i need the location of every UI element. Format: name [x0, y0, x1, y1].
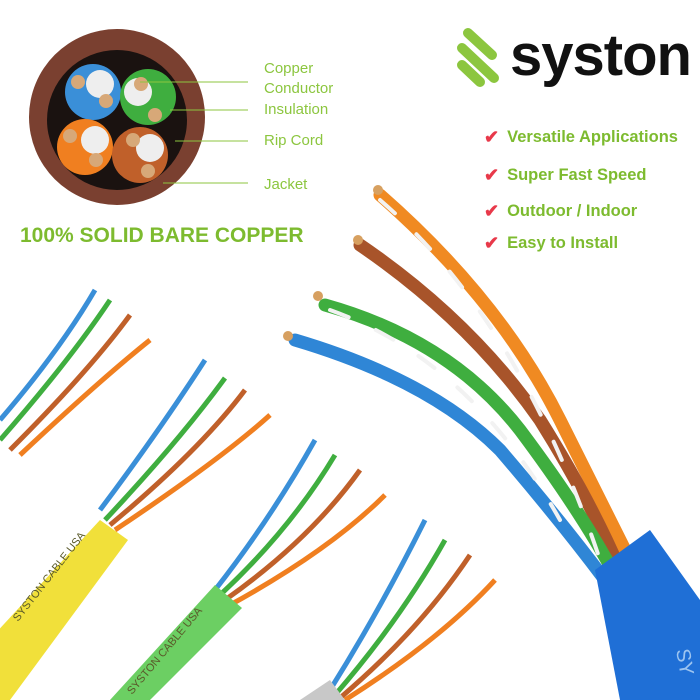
label-conductor: Conductor	[264, 80, 334, 97]
check-icon: ✔	[484, 201, 500, 221]
cable-green: SYSTON CABLE USA	[110, 438, 387, 700]
check-icon: ✔	[484, 165, 500, 185]
feature-label: Super Fast Speed	[507, 166, 647, 184]
label-rip-cord: Rip Cord	[264, 132, 324, 149]
label-copper: Copper	[264, 60, 314, 77]
feature-label: Easy to Install	[507, 234, 619, 252]
feature-item: ✔ Super Fast Speed	[484, 165, 646, 186]
feature-label: Versatile Applications	[507, 128, 678, 146]
syston-logo-mark	[457, 28, 499, 87]
feature-item: ✔ Easy to Install	[484, 233, 618, 254]
brand-logo-text: syston	[510, 23, 692, 88]
cable-gray	[300, 518, 497, 700]
label-insulation: Insulation	[264, 101, 329, 118]
check-icon: ✔	[484, 127, 500, 147]
label-jacket: Jacket	[264, 176, 308, 193]
feature-item: ✔ Versatile Applications	[484, 127, 678, 148]
cable-blue	[283, 185, 700, 700]
check-icon: ✔	[484, 233, 500, 253]
cable-cross-section	[29, 29, 248, 205]
cable-yellow: SYSTON CABLE USA	[0, 288, 272, 700]
feature-label: Outdoor / Indoor	[507, 202, 638, 220]
feature-item: ✔ Outdoor / Indoor	[484, 201, 637, 222]
headline: 100% SOLID BARE COPPER	[20, 224, 304, 247]
